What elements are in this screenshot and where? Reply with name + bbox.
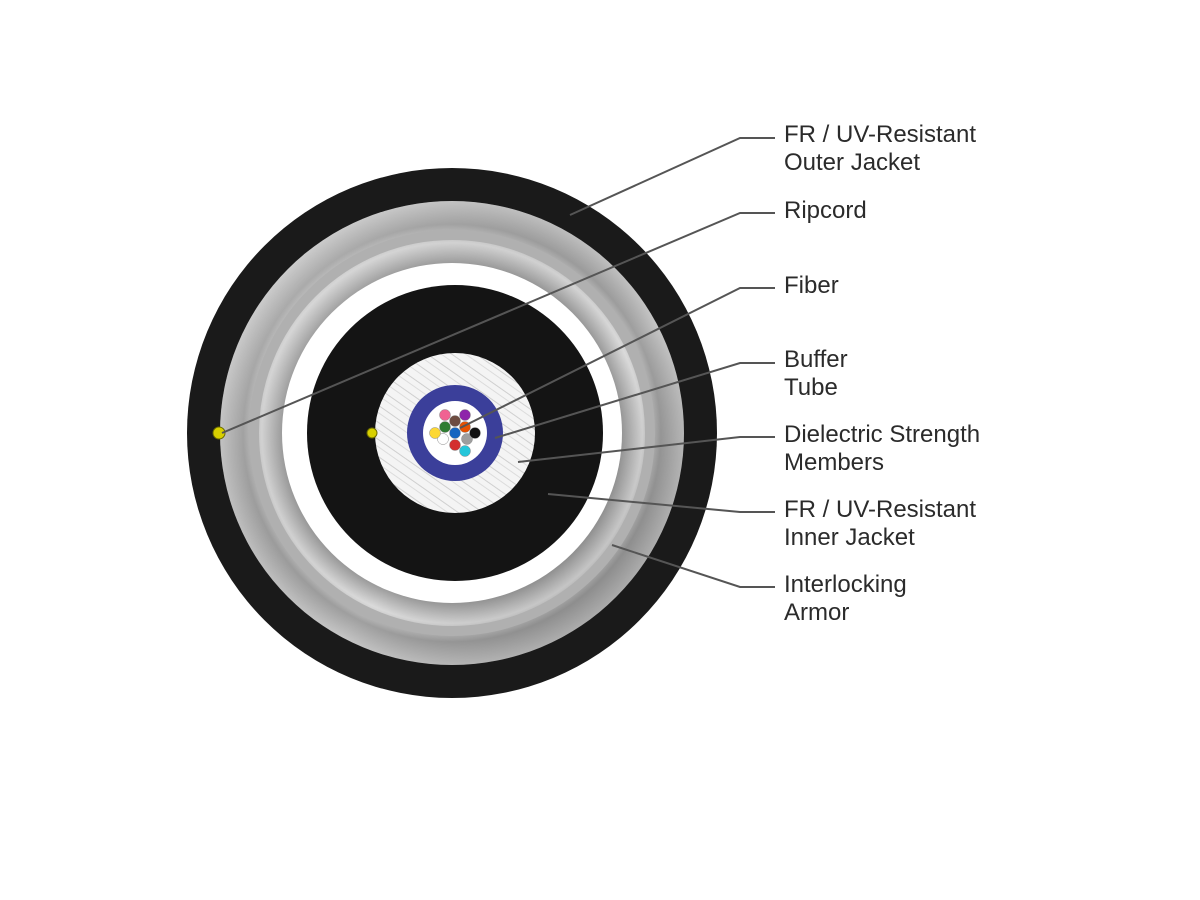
leader-line-buffer-tube — [494, 362, 775, 439]
label-fiber: Fiber — [784, 272, 839, 299]
fiber-strand — [459, 445, 471, 457]
ripcord-inner — [366, 427, 378, 439]
fiber-strand — [449, 427, 461, 439]
label-outer-jacket: FR / UV-Resistant Outer Jacket — [784, 121, 983, 176]
fiber-strand — [469, 427, 481, 439]
fiber-strand — [449, 439, 461, 451]
label-armor: Interlocking Armor — [784, 571, 913, 626]
fiber-bundle — [429, 409, 481, 457]
armor-inner-ring — [249, 230, 655, 636]
ripcord-outer — [212, 426, 226, 440]
fiber-strand — [449, 415, 461, 427]
leader-line-fiber — [459, 287, 775, 429]
fiber-strand — [429, 427, 441, 439]
leader-line-ripcord — [221, 212, 775, 434]
leader-line-inner-jacket — [547, 493, 775, 513]
fiber-strand — [439, 409, 451, 421]
label-inner-jacket: FR / UV-Resistant Inner Jacket — [784, 496, 983, 551]
leader-line-outer-jacket — [569, 137, 775, 216]
fiber-strand — [437, 433, 449, 445]
fiber-strand — [459, 409, 471, 421]
fiber-strand — [461, 433, 473, 445]
leader-line-armor — [611, 544, 775, 588]
label-ripcord: Ripcord — [784, 197, 867, 224]
label-strength-members: Dielectric Strength Members — [784, 421, 987, 476]
leader-line-strength-members — [517, 436, 775, 463]
label-buffer-tube: Buffer Tube — [784, 346, 854, 401]
fiber-strand — [439, 421, 451, 433]
